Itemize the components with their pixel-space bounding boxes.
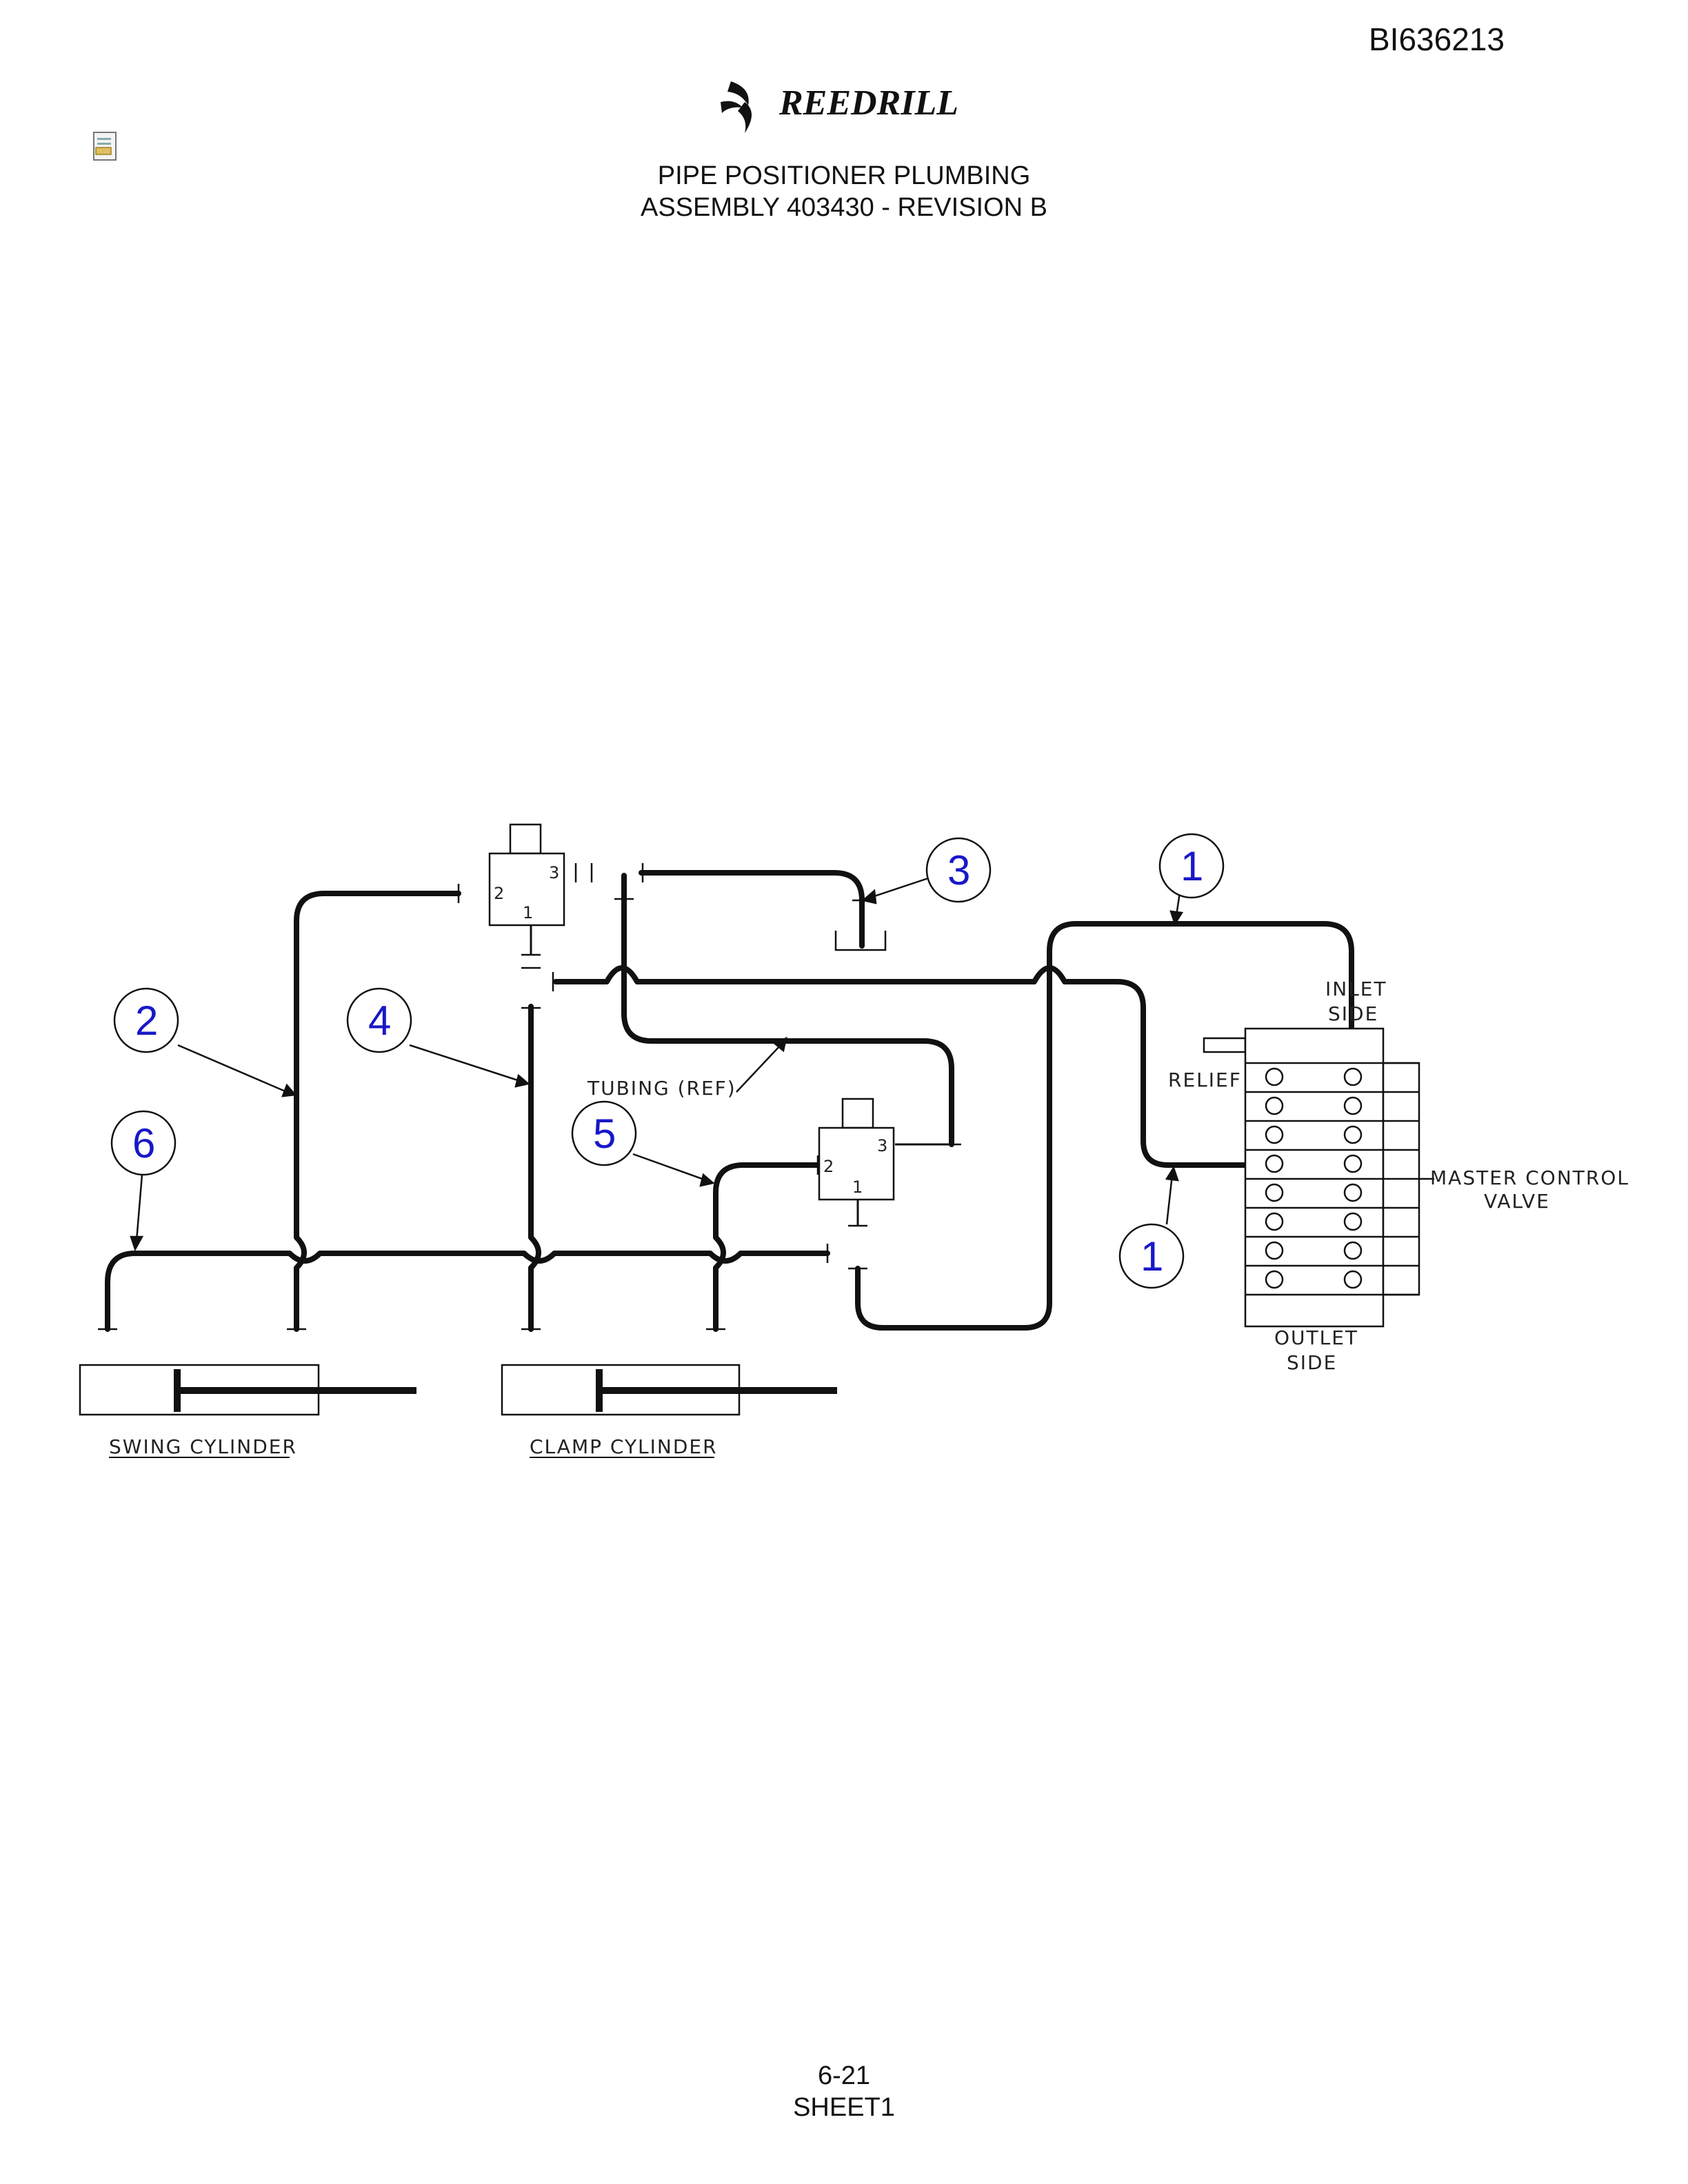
callout-1-top: 1 [1180, 843, 1203, 889]
hydraulic-hoses [105, 870, 1354, 1332]
brand-name: REEDRILL [778, 83, 958, 123]
callout-leaders [130, 876, 1184, 1252]
hose-1-upper [855, 921, 1354, 1331]
hose-4 [528, 1004, 541, 1332]
title-line-1: PIPE POSITIONER PLUMBING [657, 161, 1031, 190]
valve1-port-3: 3 [549, 863, 559, 882]
valve2-port-1: 1 [852, 1177, 863, 1197]
master-control-valve [1203, 1027, 1420, 1328]
hose-5 [713, 1162, 821, 1332]
document-icon [93, 132, 117, 161]
inlet-label-1: INLET [1325, 978, 1387, 1000]
swing-cylinder [79, 1364, 416, 1416]
valve1-port-1: 1 [523, 903, 533, 922]
callout-1-bottom: 1 [1141, 1233, 1163, 1280]
clamp-cylinder [501, 1364, 837, 1416]
tubing-ref-label: TUBING (REF) [587, 1077, 736, 1100]
callout-4: 4 [368, 998, 391, 1044]
reedrill-logo: REEDRILL [721, 81, 958, 133]
page-title: PIPE POSITIONER PLUMBING ASSEMBLY 403430… [0, 160, 1688, 223]
callout-3: 3 [947, 847, 970, 893]
swing-cylinder-label: SWING CYLINDER [109, 1435, 297, 1458]
master-control-label-1: MASTER CONTROL [1430, 1166, 1629, 1189]
callout-5: 5 [593, 1111, 616, 1157]
relief-label: RELIEF [1168, 1069, 1242, 1091]
outlet-label-2: SIDE [1287, 1351, 1337, 1374]
hose-1-lower [553, 965, 1277, 1168]
page-number: 6-21 [817, 2061, 871, 2090]
hose-3 [639, 870, 865, 949]
tubing-ref [621, 873, 954, 1147]
clamp-cylinder-label: CLAMP CYLINDER [530, 1435, 718, 1458]
page-footer: 6-21 SHEET1 [0, 2060, 1688, 2123]
valve1-port-2: 2 [494, 884, 504, 903]
hose-6 [105, 1251, 830, 1332]
valve2-port-2: 2 [823, 1157, 834, 1176]
title-line-2: ASSEMBLY 403430 - REVISION B [641, 193, 1047, 222]
sheet-label: SHEET1 [793, 2093, 895, 2122]
hose-2 [294, 891, 461, 1332]
callout-6: 6 [132, 1120, 155, 1166]
positioner-valve-2: 2 3 1 [818, 1098, 895, 1226]
inlet-label-2: SIDE [1328, 1002, 1378, 1025]
valve2-port-3: 3 [877, 1136, 887, 1155]
tank-symbol [834, 931, 887, 951]
fitting-ticks [98, 863, 961, 1331]
callout-bubbles [110, 833, 1225, 1289]
positioner-valve-1: 2 3 1 [488, 823, 565, 955]
callout-2: 2 [135, 998, 158, 1044]
document-id: BI636213 [1369, 21, 1505, 57]
outlet-label-1: OUTLET [1274, 1326, 1358, 1349]
master-control-label-2: VALVE [1484, 1190, 1550, 1213]
